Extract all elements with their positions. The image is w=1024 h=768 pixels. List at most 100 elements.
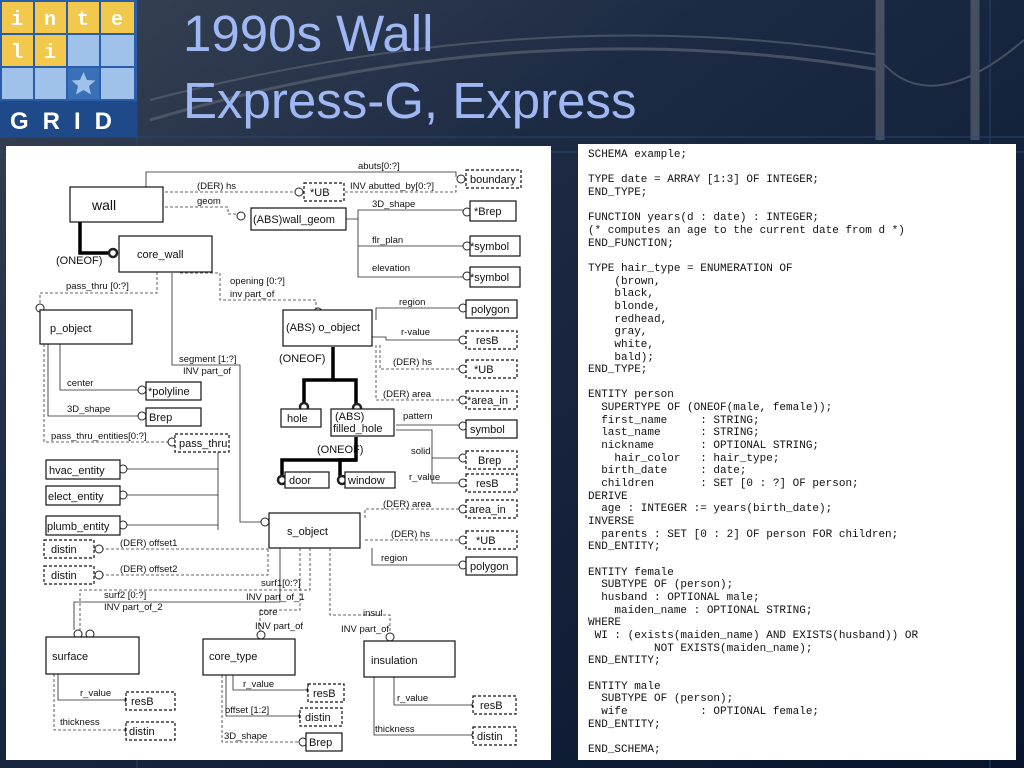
- type-polygon-box: [465, 556, 518, 576]
- rel-label: elevation: [372, 263, 410, 274]
- type-resb: resB: [476, 478, 499, 490]
- type-boundary-box: [465, 169, 522, 189]
- express-g-diagram-panel: wall core_wall (ABS)wall_geom p_object (…: [6, 146, 551, 760]
- rel-label: (DER) hs: [393, 357, 432, 368]
- intelligrid-logo: i n t e l i GRID: [0, 0, 137, 137]
- type-ub-box: [465, 359, 518, 379]
- logo-letter: e: [111, 9, 123, 32]
- rel-label: INV part_of: [255, 621, 303, 632]
- entity-wall-box: [69, 186, 164, 223]
- type-ub: *UB: [474, 364, 494, 376]
- rel-label: pass_thru_entities[0:?]: [51, 431, 147, 442]
- rel-label: region: [399, 297, 425, 308]
- type-resb: resB: [313, 688, 336, 700]
- entity-core-wall: core_wall: [137, 249, 183, 261]
- rel-label: (DER) area: [383, 499, 432, 510]
- entity-filled-hole-box: [330, 408, 395, 437]
- rel-label: center: [67, 378, 93, 389]
- rel-label: (DER) offset2: [120, 564, 177, 575]
- type-brep-box: [145, 407, 202, 427]
- rel-label: (ONEOF): [56, 255, 102, 267]
- type-ub: *UB: [310, 187, 330, 199]
- express-schema-panel: SCHEMA example; TYPE date = ARRAY [1:3] …: [578, 144, 1016, 760]
- type-symbol: *symbol: [470, 241, 509, 253]
- type-resb-box: [307, 683, 345, 703]
- type-polyline: *polyline: [148, 386, 190, 398]
- type-polygon: polygon: [470, 561, 509, 573]
- star-icon: [71, 72, 96, 95]
- type-hvac-entity: hvac_entity: [49, 465, 105, 477]
- rel-label: r_value: [409, 472, 440, 483]
- type-resb: resB: [131, 696, 154, 708]
- rel-label: geom: [197, 196, 221, 207]
- logo-letter: n: [44, 9, 56, 32]
- type-distin-box: [43, 539, 95, 559]
- entity-p-object-box: [39, 309, 133, 345]
- rel-label: INV part_of: [341, 624, 389, 635]
- type-brep: *Brep: [474, 206, 502, 218]
- rel-label: opening [0:?]: [230, 276, 285, 287]
- type-polygon: polygon: [471, 304, 510, 316]
- rel-label: pattern: [403, 411, 433, 422]
- rel-label: r-value: [401, 327, 430, 338]
- diagram-connectors: [39, 171, 473, 743]
- type-plumb-entity: plumb_entity: [47, 521, 110, 533]
- rel-label: (DER) hs: [197, 181, 236, 192]
- type-hvac-entity-box: [45, 459, 121, 480]
- express-schema-code: SCHEMA example; TYPE date = ARRAY [1:3] …: [588, 149, 919, 756]
- entity-insulation-box: [363, 640, 456, 678]
- type-area-in: *area_in: [467, 395, 508, 407]
- entity-door-box: [284, 471, 330, 489]
- entity-window-box: [344, 471, 396, 489]
- entity-window: window: [347, 475, 385, 487]
- type-brep-box: [465, 450, 518, 470]
- type-elect-entity: elect_entity: [48, 491, 104, 503]
- entity-o-object-box: [282, 309, 373, 347]
- rel-label: region: [381, 553, 407, 564]
- rel-label: solid: [411, 446, 431, 457]
- type-symbol: *symbol: [470, 272, 509, 284]
- rel-label: 3D_shape: [224, 731, 267, 742]
- type-plumb-entity-box: [45, 515, 121, 536]
- entity-hole-box: [280, 408, 322, 428]
- type-ub-box: [303, 182, 345, 202]
- rel-label: segment [1:?]: [179, 354, 237, 365]
- type-brep-box: [305, 732, 343, 752]
- slide-title-line-2: Express-G, Express: [183, 72, 637, 129]
- rel-label: 3D_shape: [372, 199, 415, 210]
- type-distin: distin: [129, 726, 155, 738]
- type-elect-entity-box: [45, 485, 121, 506]
- rel-label: offset [1:2]: [225, 705, 269, 716]
- logo-letter: l: [11, 42, 23, 65]
- rel-label: (DER) offset1: [120, 538, 177, 549]
- rel-label: (ONEOF): [279, 353, 325, 365]
- logo-letter: t: [77, 9, 89, 32]
- entity-s-object-box: [268, 512, 361, 549]
- rel-label: abuts[0:?]: [358, 161, 400, 172]
- rel-label: INV part_of_1: [246, 592, 305, 603]
- type-polygon-box: [465, 299, 518, 319]
- entity-filled-hole: filled_hole: [333, 423, 383, 435]
- type-ub-box: [465, 530, 518, 550]
- rel-label: thickness: [375, 724, 415, 735]
- logo-letter: i: [44, 42, 56, 65]
- type-symbol-box: [469, 235, 521, 257]
- entity-surface-box: [45, 636, 140, 675]
- type-boundary: boundary: [470, 174, 516, 186]
- rel-label: 3D_shape: [67, 404, 110, 415]
- entity-s-object: s_object: [287, 526, 328, 538]
- rel-label: pass_thru [0:?]: [66, 281, 129, 292]
- rel-label: r_value: [80, 688, 111, 699]
- type-distin: distin: [51, 544, 77, 556]
- rel-label: r_value: [397, 693, 428, 704]
- entity-wall-geom: (ABS)wall_geom: [253, 214, 335, 226]
- type-resb: resB: [480, 700, 503, 712]
- type-distin: distin: [477, 731, 503, 743]
- type-symbol-box: [465, 419, 518, 439]
- type-symbol-box: [469, 266, 521, 288]
- type-pass-thru: pass_thru: [179, 438, 227, 450]
- type-area-in-box: [465, 390, 518, 410]
- logo-grid-text: GRID: [10, 108, 126, 135]
- entity-door: door: [289, 475, 311, 487]
- entity-insulation: insulation: [371, 655, 417, 667]
